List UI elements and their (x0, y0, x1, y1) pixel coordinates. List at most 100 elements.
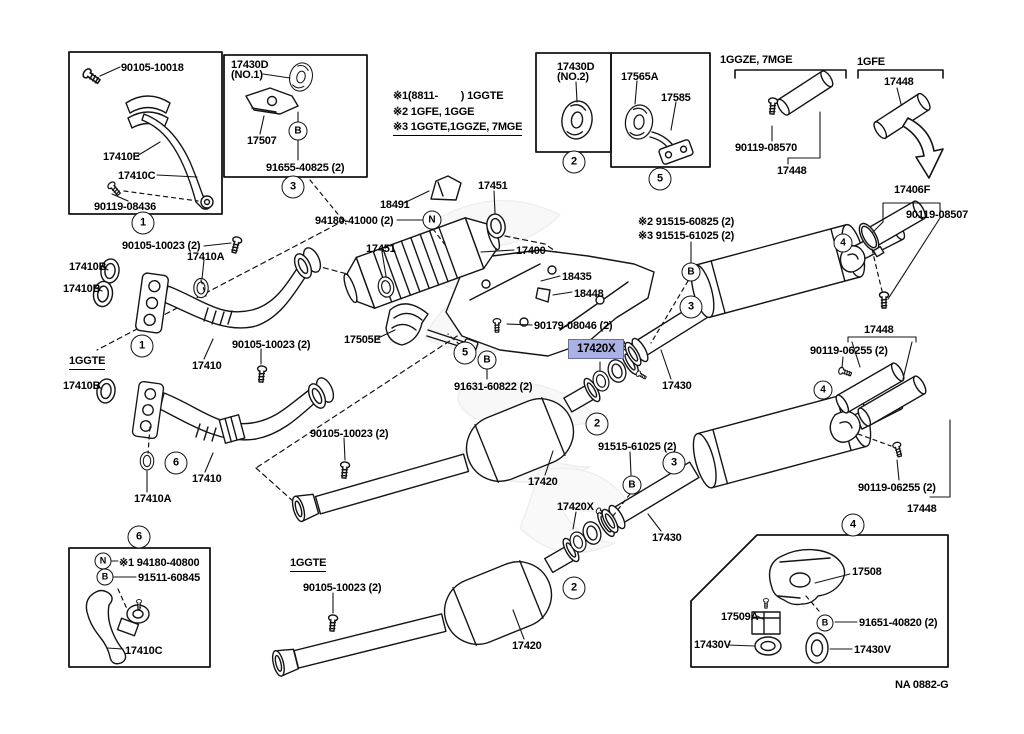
label-17410b-3: 17410B (63, 380, 101, 392)
label-17451-2: 17451 (478, 180, 508, 192)
label-17585: 17585 (661, 92, 691, 104)
note-91515-60825: ※2 91515-60825 (2) (638, 216, 735, 228)
balloon-b-c: B (477, 350, 497, 370)
label-17420x-highlighted[interactable]: 17420X (568, 339, 625, 360)
balloon-1-a: 1 (131, 211, 155, 235)
balloon-b-f: B (816, 614, 834, 632)
balloon-2-c: 2 (562, 576, 586, 600)
balloon-b-d: B (681, 262, 701, 282)
label-91515-61025: 91515-61025 (2) (598, 441, 677, 453)
label-90119-06255-1: 90119-06255 (2) (810, 345, 888, 357)
engine-tag-1ggte-2: 1GGTE (290, 557, 326, 572)
balloon-4-b: 4 (813, 380, 833, 400)
label-17448-3: 17448 (864, 324, 894, 336)
balloon-3-a: 3 (281, 175, 305, 199)
label-17430d-no2: 17430D (557, 61, 595, 73)
label-17430v-1: 17430V (694, 639, 731, 651)
hanger-17430d (558, 98, 596, 142)
balloon-6-a: 6 (164, 451, 188, 475)
center-muffler-17420-lower (271, 537, 580, 677)
label-17400: 17400 (516, 245, 546, 257)
direction-arrow (902, 117, 944, 179)
label-17448-1: 17448 (777, 165, 807, 177)
label-17509a: 17509A (721, 611, 759, 623)
balloon-2-a: 2 (562, 150, 586, 174)
balloon-4-c: 4 (841, 513, 865, 537)
balloon-n-b: N (94, 552, 112, 570)
balloon-b-a: B (288, 121, 308, 141)
label-17430v-2: 17430V (854, 644, 891, 656)
front-pipe-a (91, 247, 322, 334)
note-3: ※3 1GGTE,1GGZE, 7MGE (393, 121, 523, 136)
label-17565a: 17565A (621, 71, 659, 83)
label-17448-2: 17448 (884, 76, 914, 88)
tail-pipe-17430-lower (601, 461, 700, 534)
label-90119-08507: 90119-08507 (906, 209, 969, 221)
label-90105-10023-3: 90105-10023 (2) (310, 428, 389, 440)
label-17448-4: 17448 (907, 503, 937, 515)
diagram-code: NA 0882-G (895, 679, 949, 691)
manifold-stay-parts (80, 66, 214, 210)
label-17410-2: 17410 (192, 473, 222, 485)
label-17507: 17507 (247, 135, 277, 147)
balloon-6-b: 6 (127, 525, 151, 549)
center-muffler-17420 (291, 377, 601, 523)
label-18448: 18448 (574, 288, 604, 300)
engine-tag-1ggze-7mge: 1GGZE, 7MGE (720, 54, 793, 66)
label-17410b-1: 17410B (69, 261, 107, 273)
hanger-bracket-parts (245, 59, 317, 115)
label-17420-2: 17420 (512, 640, 542, 652)
label-90119-06255-2: 90119-06255 (2) (858, 482, 936, 494)
label-17430d-no1: 17430D (231, 59, 269, 71)
label-90179-08046: 90179-08046 (2) (534, 320, 613, 332)
label-17410c-2: 17410C (125, 645, 163, 657)
label-17451-1: 17451 (366, 243, 396, 255)
balloon-b-e: B (622, 475, 642, 495)
label-17410-1: 17410 (192, 360, 222, 372)
stay-17410c-parts (85, 589, 150, 665)
tip-17448-1ggze (766, 70, 834, 116)
label-17420x-2: 17420X (557, 501, 594, 513)
label-17406f: 17406F (894, 184, 931, 196)
label-17410a-2: 17410A (134, 493, 172, 505)
bracket-18491 (430, 175, 462, 201)
label-17410c: 17410C (118, 170, 156, 182)
label-18435: 18435 (562, 271, 592, 283)
balloon-1-b: 1 (130, 334, 154, 358)
label-90105-10018: 90105-10018 (121, 62, 184, 74)
label-90105-10023-2: 90105-10023 (2) (232, 339, 311, 351)
label-90105-10023-1: 90105-10023 (2) (122, 240, 201, 252)
bracket-17508-parts (751, 548, 846, 664)
label-90119-08570: 90119-08570 (735, 142, 798, 154)
tail-tips-17448 (835, 362, 927, 459)
label-91651-40820: 91651-40820 (2) (859, 617, 938, 629)
label-17430-2: 17430 (652, 532, 682, 544)
balloon-5-a: 5 (648, 167, 672, 191)
tail-extension-17406f (858, 200, 927, 309)
label-17508: 17508 (852, 566, 882, 578)
balloon-5-b: 5 (453, 341, 477, 365)
label-18491: 18491 (380, 199, 410, 211)
label-17410e: 17410E (103, 151, 140, 163)
label-17505e: 17505E (344, 334, 381, 346)
label-17420-1: 17420 (528, 476, 558, 488)
label-17410b-2: 17410B (63, 283, 101, 295)
label-91655-40825: 91655-40825 (2) (266, 162, 345, 174)
label-17430-1: 17430 (662, 380, 692, 392)
engine-tag-1ggte-1: 1GGTE (69, 355, 105, 370)
balloon-4-a: 4 (833, 233, 853, 253)
note-1: ※1(8811- ) 1GGTE (393, 90, 504, 102)
balloon-b-b: B (96, 568, 114, 586)
label-no1: (NO.1) (231, 69, 263, 81)
front-pipe-b (94, 377, 335, 471)
detail-box-hanger (610, 52, 711, 168)
label-94180-41000: 94180-41000 (2) (315, 215, 394, 227)
tip-17448-1gfe (873, 92, 944, 179)
label-91631-60822: 91631-60822 (2) (454, 381, 533, 393)
label-94180-40800: ※1 94180-40800 (119, 557, 200, 569)
note-2: ※2 1GFE, 1GGE (393, 106, 475, 118)
label-no2: (NO.2) (557, 71, 589, 83)
detail-box-4 (690, 534, 949, 668)
balloon-3-b: 3 (679, 295, 703, 319)
